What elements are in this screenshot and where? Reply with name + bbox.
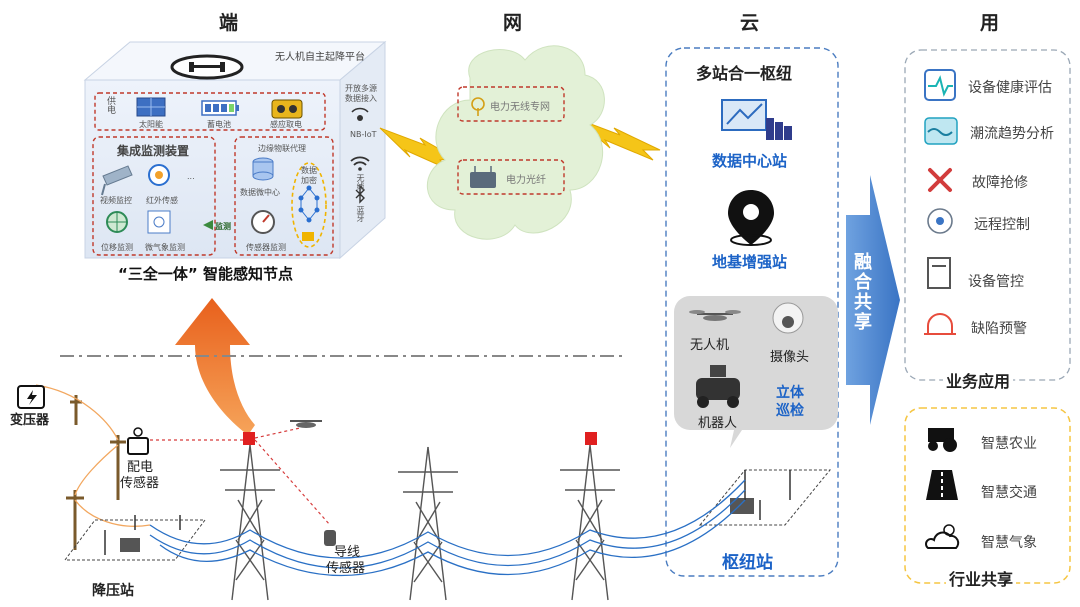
step-down-label: 降压站 (92, 583, 134, 599)
fiber-net: 电力光纤 (506, 175, 546, 186)
industry-traffic: 智慧交通 (981, 485, 1037, 501)
wire-sensor-line1: 导线 (334, 545, 361, 560)
integrated-title: 集成监测装置 (117, 144, 190, 158)
infrared-label: 红外传感 (146, 196, 178, 205)
camera-label: 摄像头 (770, 350, 810, 365)
header-cloud: 云 (740, 12, 760, 34)
upload-arrow (175, 298, 255, 435)
battery-label: 蓄电池 (207, 120, 231, 129)
wireless-private-net: 电力无线专网 (490, 102, 550, 113)
wireless-label: 无线 (356, 174, 365, 190)
distribution-sensor-line1: 配电 (127, 460, 154, 475)
data-center-station: 数据中心站 (712, 152, 788, 170)
app-flow: 潮流趋势分析 (970, 126, 1054, 142)
app-defect: 缺陷预警 (971, 321, 1027, 337)
fusion-label: 融合共享 (851, 252, 872, 332)
industry-title: 行业共享 (946, 566, 1017, 590)
app-remote: 远程控制 (974, 217, 1030, 233)
node-caption: “三全一体” 智能感知节点 (118, 265, 293, 283)
platform-label: 无人机自主起降平台 (275, 52, 365, 63)
encrypt-label: 数据加密 (301, 166, 317, 185)
edge-title: 边缘物联代理 (258, 144, 306, 153)
ground-station: 地基增强站 (712, 253, 788, 271)
wire-sensor-line2: 传感器 (326, 561, 366, 576)
header-end: 端 (219, 12, 239, 34)
app-health: 设备健康评估 (968, 80, 1052, 96)
header-net: 网 (503, 12, 523, 34)
app-repair: 故障抢修 (972, 175, 1028, 191)
hub-station-label: 枢纽站 (722, 553, 773, 573)
industry-weather: 智慧气象 (981, 535, 1037, 551)
bolt-right (574, 117, 661, 161)
video-label: 视频监控 (100, 196, 132, 205)
hub-title: 多站合一枢纽 (696, 64, 793, 83)
bluetooth-label: 蓝牙 (356, 206, 365, 222)
data-center-label: 数据微中心 (240, 188, 280, 197)
distribution-sensor-line2: 传感器 (120, 476, 160, 491)
weather-label: 微气象监测 (145, 243, 185, 252)
header-use: 用 (980, 12, 1000, 34)
patrol-label: 立体巡检 (776, 385, 804, 419)
nbiot-label: NB-IoT (350, 130, 377, 139)
displacement-label: 位移监测 (101, 243, 133, 252)
drone-label: 无人机 (690, 338, 730, 353)
app-device: 设备管控 (968, 274, 1024, 290)
solar-label: 太阳能 (139, 120, 163, 129)
power-label: 供电 (105, 96, 115, 114)
open-access-label: 开放多源数据接入 (345, 84, 377, 103)
bolt-left (379, 127, 457, 171)
industry-agri: 智慧农业 (981, 436, 1037, 452)
monitor-tag: 监测 (215, 222, 231, 231)
apps-title: 业务应用 (943, 368, 1014, 392)
transformer-label: 变压器 (10, 413, 50, 428)
sensor-monitor-label: 传感器监测 (246, 243, 286, 252)
induction-label: 感应取电 (270, 120, 302, 129)
fusion-arrow (846, 175, 900, 425)
robot-label: 机器人 (698, 416, 738, 431)
sensing-node-cube (83, 40, 387, 260)
ellipsis-label: ... (187, 172, 195, 181)
network-cloud (426, 45, 605, 240)
